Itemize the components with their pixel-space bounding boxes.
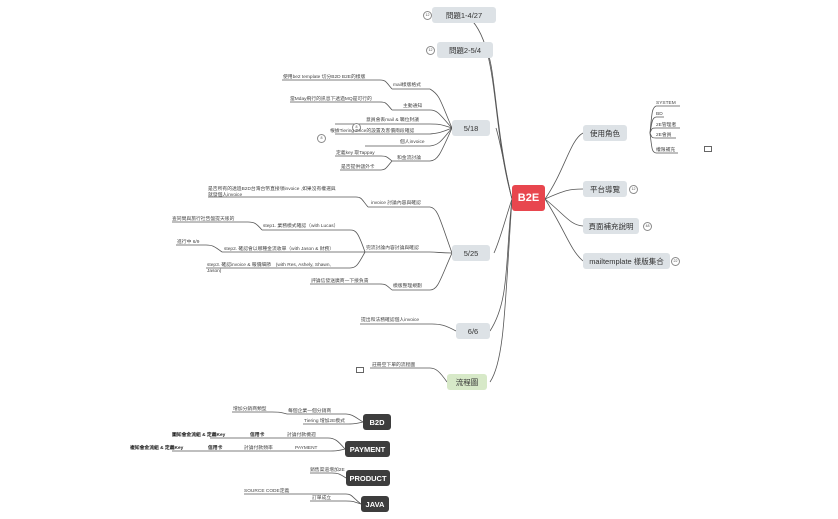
topic-platform-guide[interactable]: 平台導覽 [583, 181, 627, 197]
float-topic-java[interactable]: JAVA [361, 496, 389, 512]
subtopic-flow-confirm[interactable]: 完流討論內容討論與確認 [366, 246, 419, 251]
role-bd[interactable]: BD [656, 112, 663, 117]
b2d-item-1[interactable]: 每個企業一個分銷商 [288, 409, 332, 414]
subtopic-step3[interactable]: step3. 確認invoice & 報價細節 (with Res, Ashel… [207, 263, 331, 274]
role-system[interactable]: SYSTEM [656, 101, 676, 106]
subtopic-foreign-card[interactable]: 是否提供儲外卡 [341, 165, 375, 170]
topic-page-notes[interactable]: 頁面補充說明 [583, 218, 639, 234]
float-topic-b2d[interactable]: B2D [363, 414, 391, 430]
count-badge-icon: 12 [423, 11, 432, 20]
subtopic-invoice-confirm-detail[interactable]: 是否所有的透過B2D台灣台幣直接領invoice ,如果沒有權選與 就發個人in… [208, 187, 336, 198]
payment-row1-item2[interactable]: 信用卡 [250, 433, 265, 438]
b2d-item-left[interactable]: 增加分銷商類型 [233, 407, 267, 412]
payment-row2-item3[interactable]: 討論付款頻率 [244, 446, 273, 451]
topic-mailtemplate-set[interactable]: mailtemplate 樣版集合 [583, 253, 670, 269]
subtopic-personal-invoice[interactable]: 個人invoice [400, 140, 425, 145]
payment-row2-item1[interactable]: 複知會金流組 & 定義Key [130, 446, 184, 451]
subtopic-legal-invoice[interactable]: 提出和法務確認個人invoice [361, 318, 420, 323]
float-topic-payment[interactable]: PAYMENT [345, 441, 390, 457]
count-badge-icon: 12 [629, 185, 638, 194]
role-permission[interactable]: 權限補充 [656, 148, 676, 153]
product-item-1[interactable]: 銷售渠道增加2E [310, 468, 345, 473]
payment-row1-item1[interactable]: 圖知會金流組 & 定義Key [172, 433, 226, 438]
subtopic-member-mail[interactable]: 意員會丟mail & 職位封議 [366, 118, 420, 123]
count-badge-icon: 8 [317, 134, 326, 143]
count-badge-icon: 22 [671, 257, 680, 266]
role-2e-admin[interactable]: 2E管理者 [656, 123, 677, 128]
b2d-item-2[interactable]: Tiering 增加2E模式 [304, 419, 345, 424]
subtopic-step1[interactable]: step1. 業務模式確認（with Lucas） [263, 224, 339, 229]
count-badge-icon: 48 [643, 222, 652, 231]
root-topic[interactable]: B2E [512, 185, 545, 211]
subtopic-payment-discussion[interactable]: 和金流討論 [397, 156, 421, 161]
subtopic-tiering-price[interactable]: 根據Tiering Price的設置及客價兩段確認 [330, 129, 415, 134]
subtopic-register-flow[interactable]: 註冊空下單的流程圖 [372, 363, 416, 368]
subtopic-review-mail[interactable]: 評論信發送廣商一下接負責 [311, 279, 369, 284]
topic-0525[interactable]: 5/25 [452, 245, 490, 261]
subtopic-in-progress[interactable]: 進行中 6/9 [177, 240, 200, 245]
java-item-1[interactable]: SOURCE CODE定義 [244, 489, 290, 494]
topic-issue-2[interactable]: 問題2-5/4 [437, 42, 493, 58]
subtopic-step2[interactable]: step2. 確認會以哪種金流收單（with Jason & 財務） [224, 247, 335, 252]
payment-row2-item2[interactable]: 信用卡 [208, 446, 223, 451]
role-2e-member[interactable]: 2E會員 [656, 133, 672, 138]
note-icon [704, 146, 712, 152]
subtopic-notify-detail[interactable]: 當Mday飛行的訊息下透過MQ是可行的 [290, 97, 372, 102]
payment-row2-item4[interactable]: PAYMENT [295, 446, 318, 451]
java-item-2[interactable]: 訂單成立 [312, 496, 332, 501]
subtopic-mail-template-detail[interactable]: 使用be2 template 切分B2D B2E的樣版 [283, 75, 366, 80]
float-topic-product[interactable]: PRODUCT [346, 470, 390, 486]
subtopic-notify[interactable]: 主動通知 [403, 104, 423, 109]
payment-row1-item3[interactable]: 討論付款機週 [287, 433, 316, 438]
note-icon [356, 367, 364, 373]
topic-user-roles[interactable]: 使用角色 [583, 125, 627, 141]
count-badge-icon: 12 [426, 46, 435, 55]
count-badge-icon: 8 [352, 123, 361, 132]
subtopic-step1-detail[interactable]: 查同問與旅行社告盤提天賬的 [172, 217, 235, 222]
topic-0606[interactable]: 6/6 [456, 323, 490, 339]
subtopic-mail-template[interactable]: mail樣版格式 [393, 83, 421, 88]
topic-0518[interactable]: 5/18 [452, 120, 490, 136]
subtopic-invoice-confirm[interactable]: invoice 討論內容與確認 [371, 201, 421, 206]
subtopic-tappay-key[interactable]: 定義key 取Tappay [336, 151, 375, 156]
subtopic-template-plan[interactable]: 模版整理規劃 [393, 284, 422, 289]
topic-issue-1[interactable]: 問題1-4/27 [432, 7, 496, 23]
topic-flowchart[interactable]: 流程圖 [447, 374, 487, 390]
